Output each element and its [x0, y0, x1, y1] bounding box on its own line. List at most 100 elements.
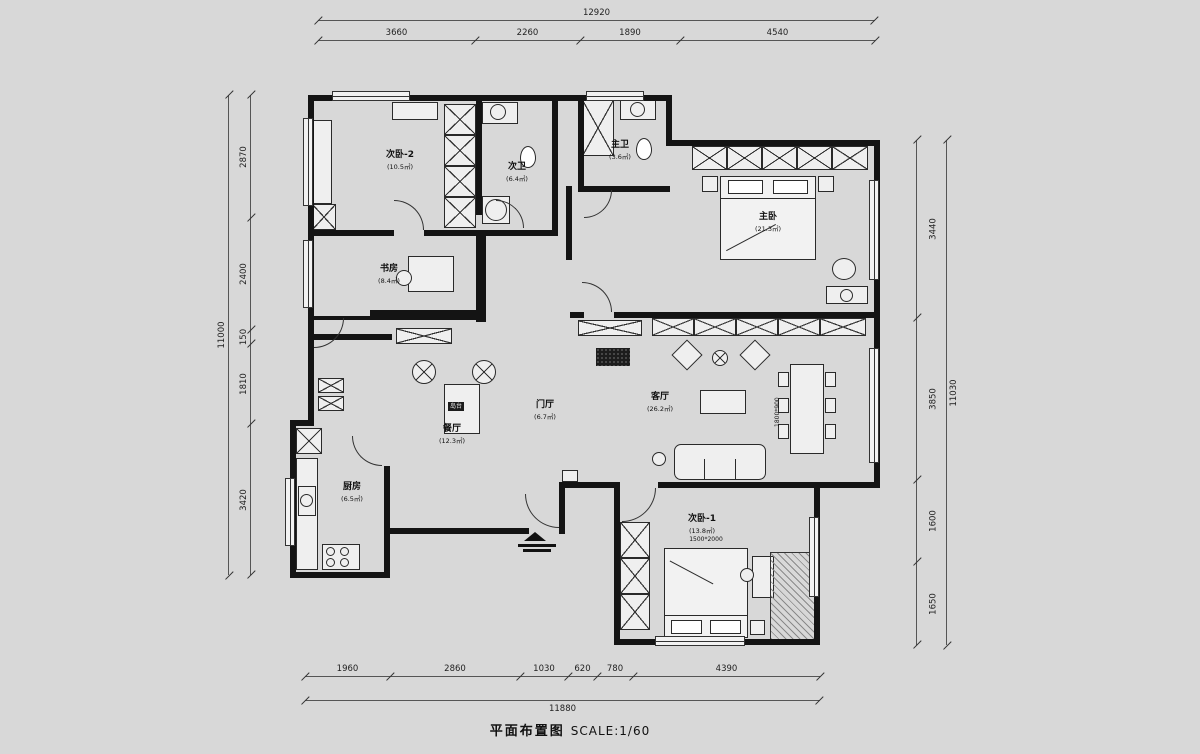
pillow: [670, 620, 703, 634]
wall: [666, 95, 672, 146]
desk-chair: [396, 270, 412, 286]
wall: [384, 528, 529, 534]
tv-cabinet: [694, 318, 736, 336]
wall: [482, 230, 558, 236]
wall: [424, 230, 482, 236]
dim-segment: 3660: [318, 28, 475, 51]
sideboard: [318, 378, 344, 393]
dimension-label: 11030: [949, 378, 959, 407]
dim-top-segments: 3660 2260 1890 4540: [318, 28, 875, 51]
burner: [326, 558, 335, 567]
dimension-label: 620: [574, 664, 591, 674]
dim-segment: 1600: [917, 480, 939, 562]
wall: [308, 230, 394, 236]
desk-chair: [740, 568, 754, 582]
wall: [314, 334, 392, 340]
dimension-label: 1600: [929, 510, 939, 532]
bed-size-label: 1500*2000: [689, 536, 723, 543]
pillow: [772, 180, 809, 194]
dimension-label: 1810: [239, 373, 249, 395]
dim-left-overall: 11000: [217, 95, 229, 575]
dimension-label: 11880: [548, 704, 577, 714]
room-label-bath2: 次卫(6.4㎡): [506, 162, 528, 184]
dining-chair: [778, 424, 789, 439]
room-label-study: 书房(8.4㎡): [378, 264, 400, 286]
wardrobe: [620, 594, 650, 630]
wardrobe: [620, 522, 650, 558]
wall: [290, 420, 314, 426]
dim-segment: 3420: [239, 424, 261, 575]
toilet: [636, 138, 652, 160]
pillow: [709, 620, 742, 634]
window: [332, 91, 410, 101]
mirror: [840, 289, 853, 302]
wall: [566, 186, 572, 260]
master-bed: [720, 176, 816, 260]
door-arc: [314, 318, 344, 348]
room-label-bedroom2: 次卧-2(10.5㎡): [386, 150, 414, 172]
sink: [630, 102, 645, 117]
door-arc: [622, 488, 656, 522]
dim-bottom-segments: 1960 2860 1030 620 780 4390: [305, 664, 820, 687]
dimension-label: 3420: [239, 488, 249, 511]
dim-segment: 780: [597, 664, 633, 687]
wall: [578, 186, 670, 192]
window: [303, 240, 313, 308]
bed: [664, 548, 748, 638]
dining-chair: [825, 372, 836, 387]
dim-segment: 1650: [917, 562, 939, 645]
sofa: [674, 444, 766, 480]
room-label-hall: 门厅(6.7㎡): [534, 400, 556, 422]
pillow: [727, 180, 764, 194]
wardrobe: [692, 146, 727, 170]
dim-left-segments: 2870 2400 150 1810 3420: [239, 95, 261, 575]
dim-segment: 1030: [520, 664, 568, 687]
dim-segment: 2260: [475, 28, 580, 51]
entry-cabinet: [396, 328, 452, 344]
wall: [370, 310, 482, 320]
balcony-hatch: [770, 552, 816, 640]
dimension-label: 1650: [929, 592, 939, 615]
dimension-label: 2870: [239, 145, 249, 168]
wardrobe: [797, 146, 832, 170]
tv-unit: [596, 348, 630, 366]
window: [586, 91, 644, 101]
dimension-label: 2400: [239, 263, 249, 285]
nightstand: [702, 176, 718, 192]
dimension-label: 4540: [766, 28, 789, 38]
dimension-label: 12920: [582, 8, 611, 18]
window: [809, 517, 819, 597]
wardrobe: [762, 146, 797, 170]
dimension-label: 1030: [533, 664, 555, 674]
window: [655, 636, 745, 646]
wall: [290, 572, 390, 578]
dim-segment: 1890: [580, 28, 680, 51]
window: [303, 118, 313, 206]
room-label-dining: 餐厅(12.3㎡): [438, 424, 466, 446]
wall: [308, 95, 672, 101]
dining-chair: [778, 398, 789, 413]
title-scale: SCALE:1/60: [570, 724, 651, 738]
dim-segment: 1810: [239, 344, 261, 424]
wall: [570, 312, 584, 318]
dining-table: [790, 364, 824, 454]
dimension-label: 780: [606, 664, 624, 674]
door-arc: [525, 494, 559, 528]
wall: [552, 95, 558, 236]
wall: [820, 482, 880, 488]
wardrobe: [444, 135, 476, 166]
door-arc: [352, 436, 382, 466]
burner: [340, 547, 349, 556]
shoe-cabinet: [562, 470, 578, 482]
door-arc: [582, 282, 612, 312]
cabinet: [312, 204, 336, 230]
dining-chair: [825, 398, 836, 413]
toilet: [520, 146, 536, 168]
dimension-label: 3440: [929, 218, 939, 240]
side-table: [712, 350, 728, 366]
wall: [476, 230, 486, 322]
window: [869, 180, 879, 280]
dim-segment: 2870: [239, 95, 261, 218]
